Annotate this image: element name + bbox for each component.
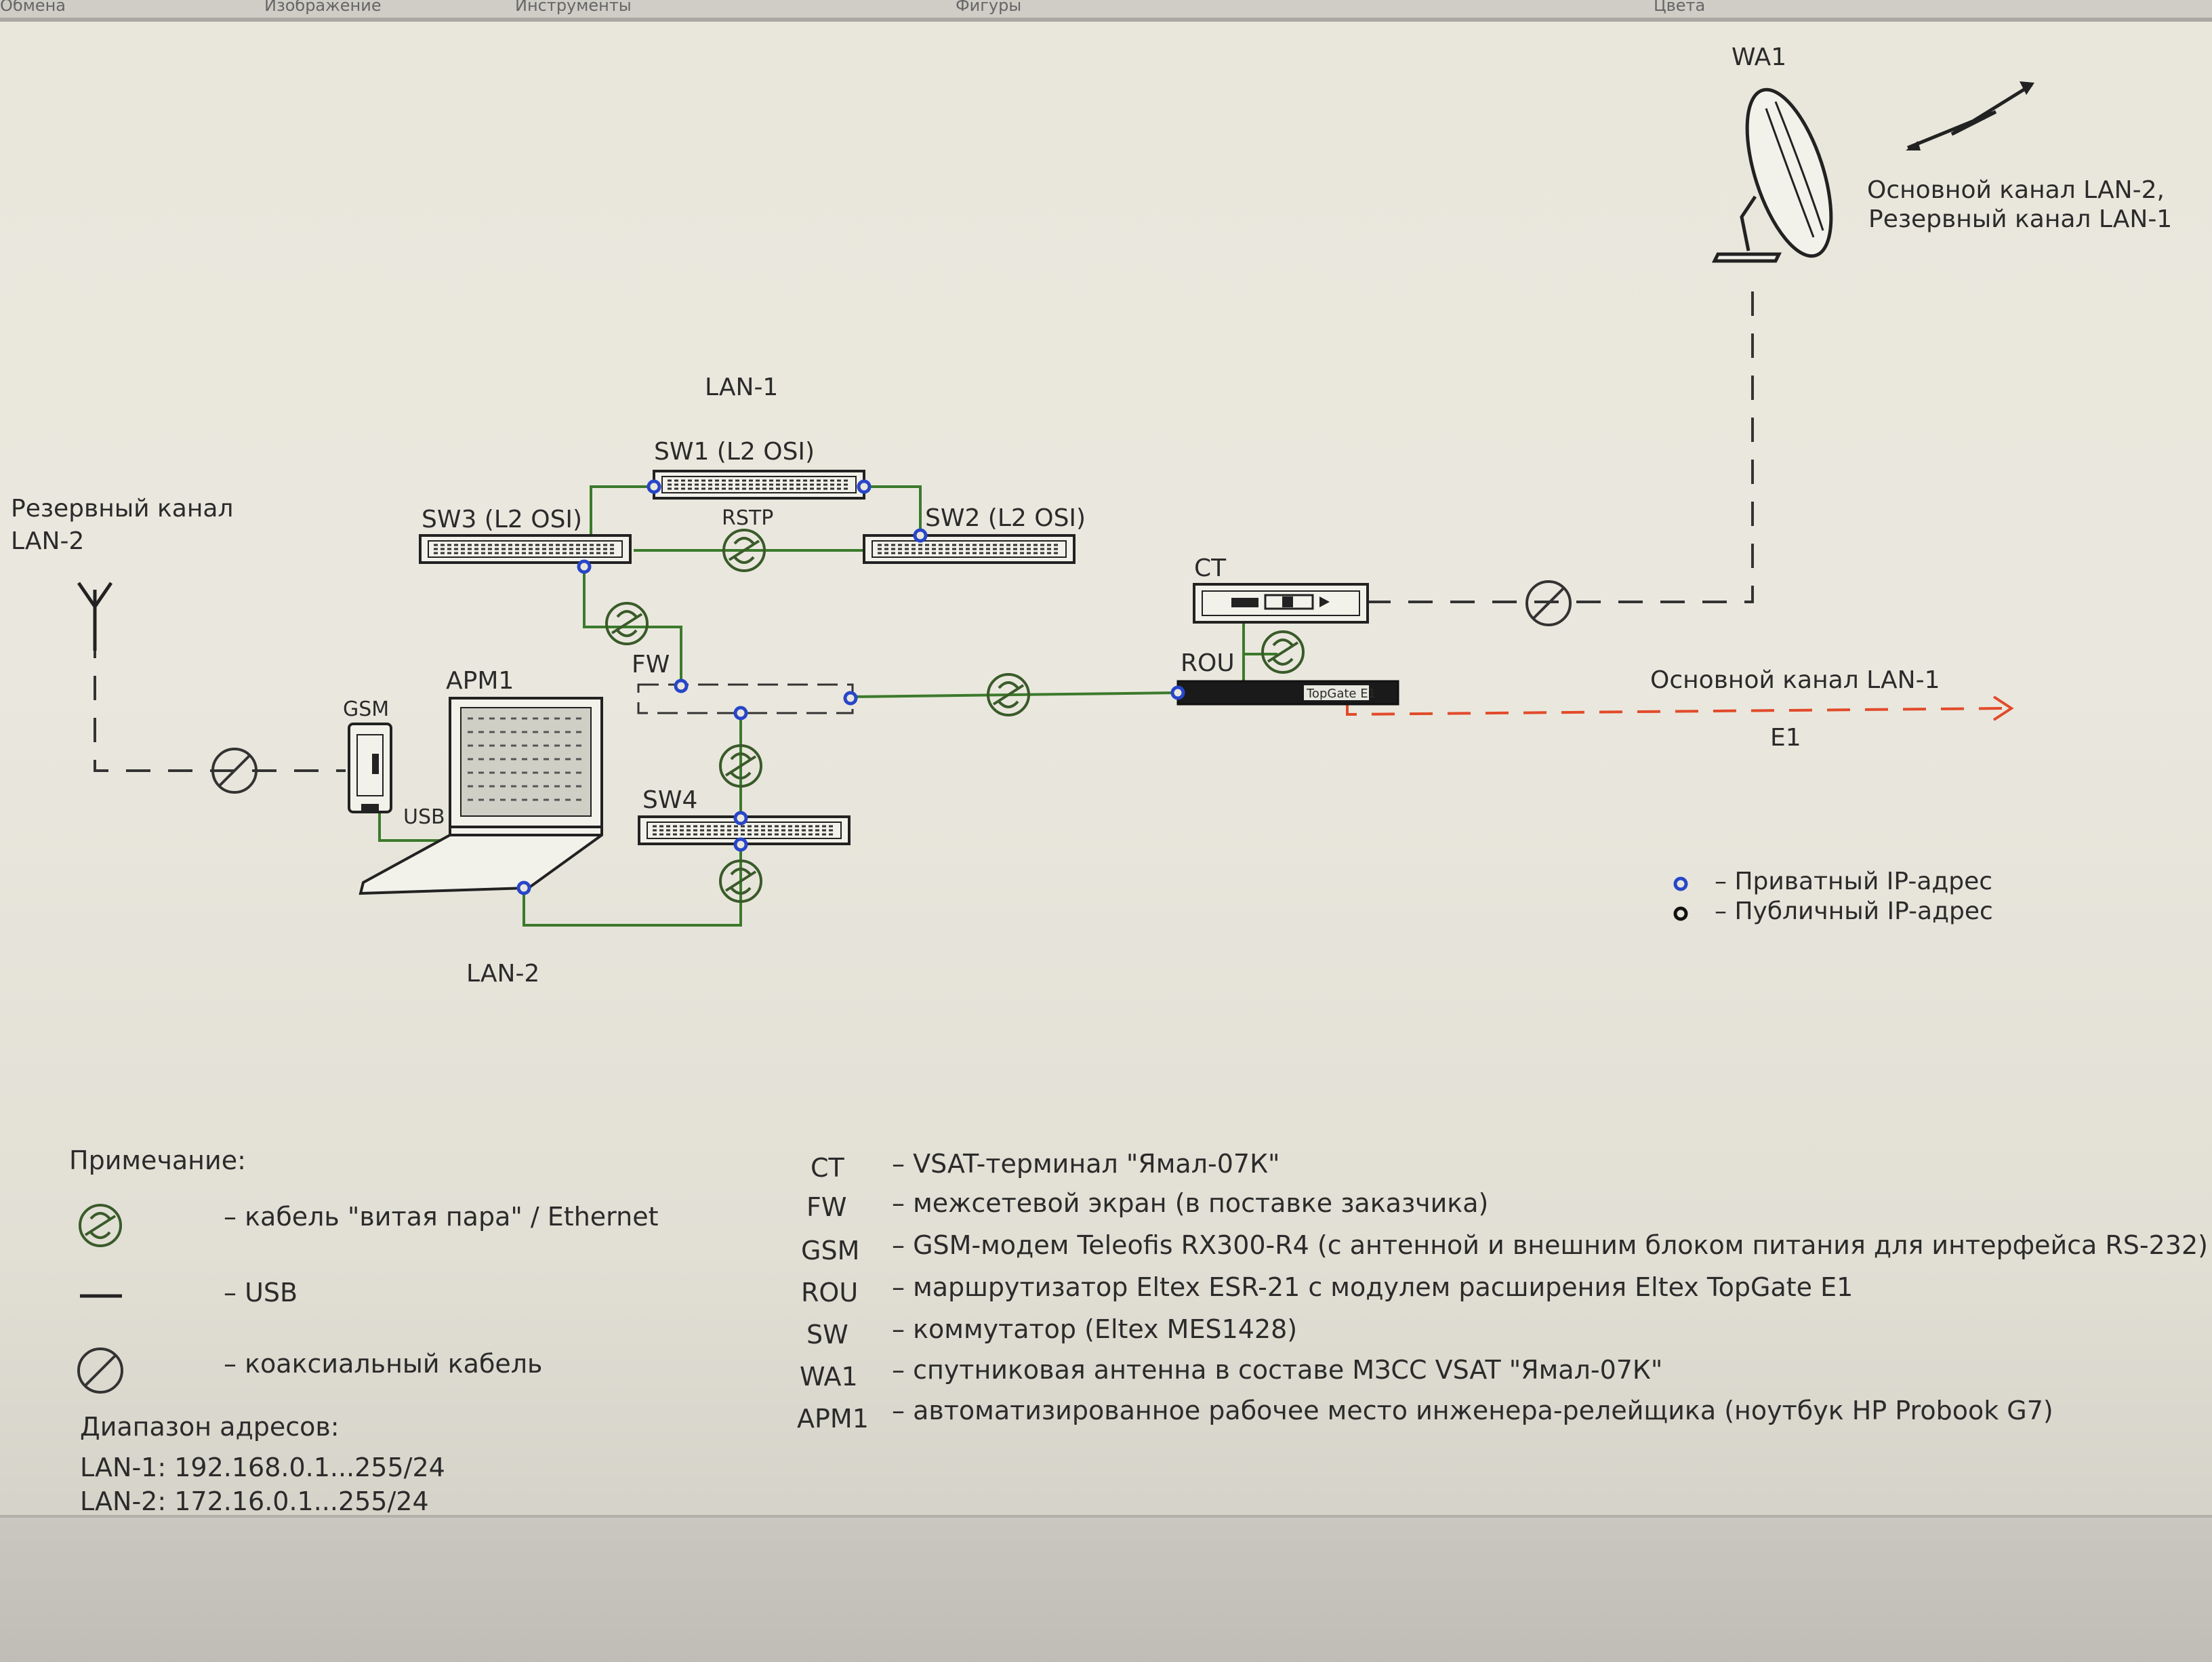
wa1-label: WA1 xyxy=(1732,43,1786,71)
abbr-code: ROU xyxy=(801,1278,858,1308)
tp-ct-rou-icon xyxy=(1261,630,1305,674)
lan1-label: LAN-1 xyxy=(705,373,778,401)
notes-title: Примечание: xyxy=(69,1146,246,1175)
rou-router[interactable]: TopGate E1 xyxy=(1176,680,1399,706)
private-ip-text: – Приватный IP-адрес xyxy=(1715,868,1992,895)
public-ip-text: – Публичный IP-адрес xyxy=(1715,897,1993,925)
wireless-link-icon xyxy=(1907,83,2033,150)
sw3-label: SW3 (L2 OSI) xyxy=(422,506,582,533)
main-channel-lan2-line1: Основной канал LAN-2, xyxy=(1867,176,2165,204)
menu-item-colors[interactable]: Цвета xyxy=(1654,0,1706,15)
ethernet-links xyxy=(378,485,1277,927)
private-ip-dots xyxy=(516,479,1185,895)
menu-item-shapes[interactable]: Фигуры xyxy=(956,0,1022,15)
abbr-code: SW xyxy=(806,1320,848,1350)
abbreviations: CT – VSAT-терминал "Ямал-07К" FW – межсе… xyxy=(797,1149,2208,1434)
rou-label: ROU xyxy=(1181,649,1235,677)
abbr-text: – маршрутизатор Eltex ESR-21 с модулем р… xyxy=(892,1272,1853,1302)
sw2-label: SW2 (L2 OSI) xyxy=(925,504,1086,532)
abbr-code: GSM xyxy=(801,1236,859,1265)
fw-label: FW xyxy=(632,651,670,678)
abbr-code: АРМ1 xyxy=(797,1404,869,1434)
public-ip-icon xyxy=(1673,906,1688,921)
gsm-antenna-icon xyxy=(77,582,113,651)
reserve-channel-line1: Резервный канал xyxy=(11,495,233,523)
ct-terminal[interactable] xyxy=(1193,583,1369,624)
tp-sw3-fw-icon xyxy=(605,602,649,645)
arm1-laptop[interactable] xyxy=(359,697,603,895)
notes-section: Примечание: – кабель "витая пара" / Ethe… xyxy=(69,1146,659,1516)
gsm-modem[interactable] xyxy=(348,723,392,813)
menu-item-image[interactable]: Изображение xyxy=(264,0,382,15)
main-channel-lan1-label: Основной канал LAN-1 xyxy=(1650,666,1940,694)
range-title: Диапазон адресов: xyxy=(80,1412,340,1442)
range-lan2: LAN-2: 172.16.0.1...255/24 xyxy=(80,1486,429,1516)
topgate-label: TopGate E1 xyxy=(1306,687,1376,701)
range-lan1: LAN-1: 192.168.0.1...255/24 xyxy=(80,1453,445,1482)
bottom-panel xyxy=(0,1515,2212,1662)
e1-label: E1 xyxy=(1770,724,1801,752)
menu-bar: Обмена Изображение Инструменты Фигуры Цв… xyxy=(0,0,2212,22)
twisted-pair-icon xyxy=(79,1204,122,1247)
coax-ct-wa1-icon xyxy=(1525,580,1572,626)
e1-link xyxy=(1346,695,2014,721)
gsm-label: GSM xyxy=(343,697,389,721)
menu-item-exchange[interactable]: Обмена xyxy=(0,0,66,15)
ct-label: CT xyxy=(1194,554,1227,582)
coax-icon xyxy=(77,1347,123,1394)
satellite-dish-icon xyxy=(1711,87,1833,263)
lan2-label: LAN-2 xyxy=(466,960,539,988)
note-twisted-pair: – кабель "витая пара" / Ethernet xyxy=(224,1202,659,1232)
abbr-text: – VSAT-терминал "Ямал-07К" xyxy=(892,1149,1280,1179)
usb-label: USB xyxy=(403,805,445,829)
ip-legend: – Приватный IP-адрес – Публичный IP-адре… xyxy=(1673,868,1993,925)
abbr-code: FW xyxy=(806,1192,846,1222)
abbr-text: – межсетевой экран (в поставке заказчика… xyxy=(892,1188,1488,1218)
coax-links xyxy=(94,291,1754,772)
abbr-text: – спутниковая антенна в составе МЗСС VSA… xyxy=(892,1355,1662,1385)
sw1-switch[interactable] xyxy=(653,470,865,500)
main-channel-lan2-line2: Резервный канал LAN-1 xyxy=(1868,205,2172,233)
private-ip-icon xyxy=(1673,876,1688,891)
abbr-text: – GSM-модем Teleofis RX300-R4 (с антенно… xyxy=(892,1230,2208,1260)
abbr-text: – коммутатор (Eltex MES1428) xyxy=(892,1314,1297,1344)
sw2-switch[interactable] xyxy=(863,534,1076,564)
abbr-text: – автоматизированное рабочее место инжен… xyxy=(892,1396,2053,1425)
arm1-label: АРМ1 xyxy=(446,667,514,695)
menu-item-tools[interactable]: Инструменты xyxy=(515,0,632,15)
sw3-switch[interactable] xyxy=(419,534,632,564)
sw4-label: SW4 xyxy=(642,786,697,814)
note-usb: – USB xyxy=(224,1278,298,1308)
abbr-code: WA1 xyxy=(800,1362,858,1392)
reserve-channel-line2: LAN-2 xyxy=(11,527,84,555)
note-coax: – коаксиальный кабель xyxy=(224,1349,542,1379)
sw1-label: SW1 (L2 OSI) xyxy=(654,438,815,466)
abbr-code: CT xyxy=(811,1153,845,1183)
rstp-label: RSTP xyxy=(722,506,773,530)
